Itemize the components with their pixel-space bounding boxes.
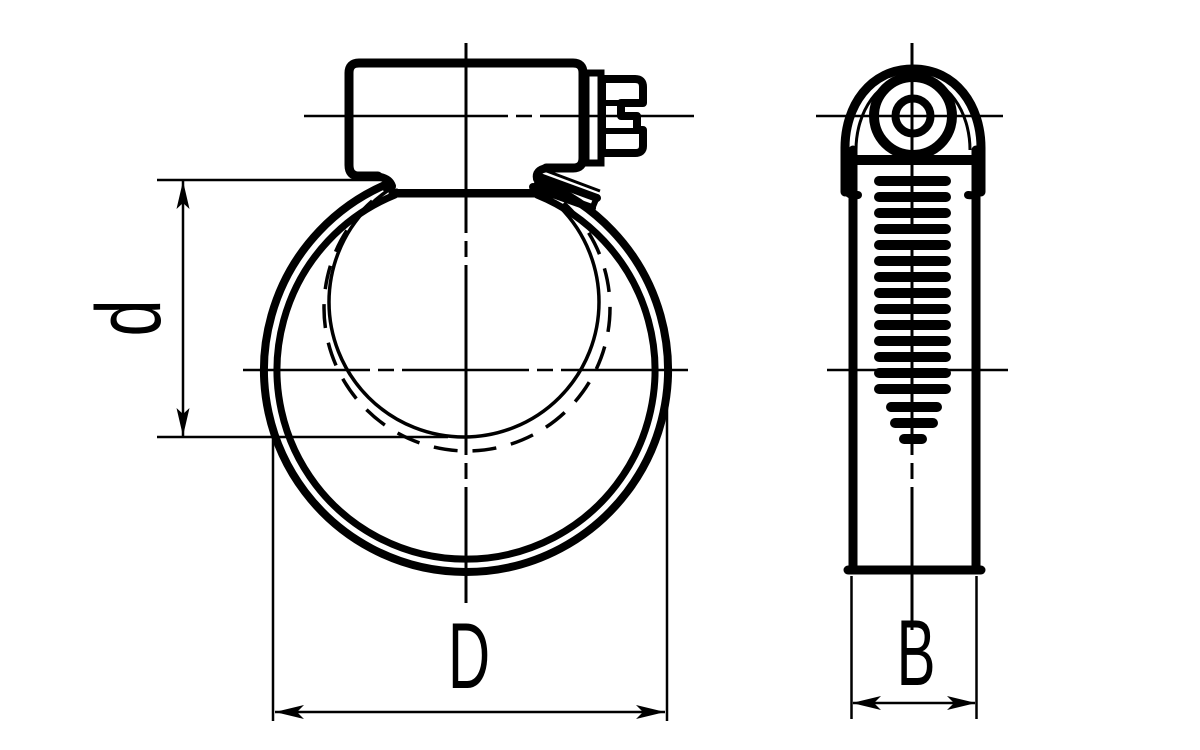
d-arrow-down (176, 408, 190, 436)
B-arrow-right (947, 696, 976, 710)
label-inner-diameter: d (76, 300, 179, 337)
dimension-inner-diameter: d (76, 178, 448, 439)
label-outer-diameter: D (448, 603, 490, 709)
screw-head-slot-lines (602, 100, 637, 134)
label-band-width: B (897, 600, 936, 706)
B-arrow-left (852, 696, 881, 710)
dome-left-ear (841, 181, 862, 200)
d-arrow-up (176, 181, 190, 209)
dimension-outer-diameter: D (271, 398, 669, 721)
dimension-band-width: B (850, 576, 978, 719)
centerlines (243, 43, 1008, 630)
dome-right-ear (964, 181, 985, 200)
D-arrow-left (275, 705, 304, 719)
D-arrow-right (636, 705, 665, 719)
band-tail (529, 168, 601, 212)
